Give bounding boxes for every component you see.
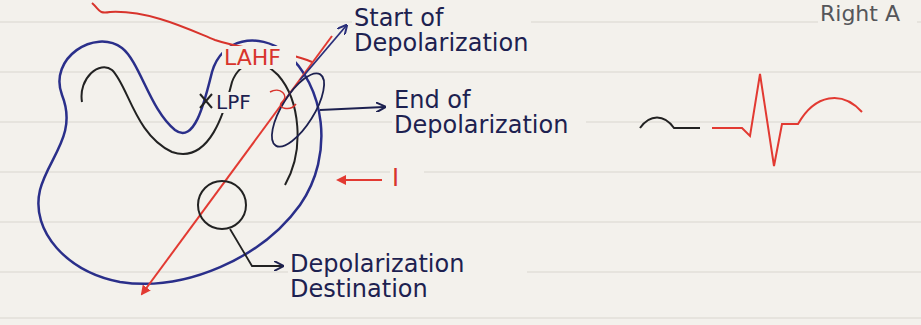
heart-outline: [38, 41, 321, 284]
ecg-trace: [712, 74, 862, 166]
lead-arrow: [338, 179, 382, 181]
fascicle-label: LPF: [214, 92, 268, 113]
axis-start-label: Start of Depolarization: [352, 6, 531, 56]
septum-line: [82, 64, 298, 185]
leader-line: [230, 229, 282, 266]
paper-lines: [0, 22, 921, 318]
scribble: [270, 90, 296, 108]
ecg-p-wave: [640, 118, 700, 129]
destination-label: Depolarization Destination: [288, 252, 527, 302]
lead-label: I: [390, 166, 424, 191]
leader-line: [320, 107, 384, 110]
page-heading-fragment: Right A: [818, 2, 917, 25]
axis-end-label: End of Depolarization: [392, 88, 586, 138]
destination-circle: [198, 181, 246, 229]
leader-line: [300, 26, 346, 80]
cut-mark: [200, 94, 212, 108]
fascicle-label: LAHF: [222, 46, 296, 69]
